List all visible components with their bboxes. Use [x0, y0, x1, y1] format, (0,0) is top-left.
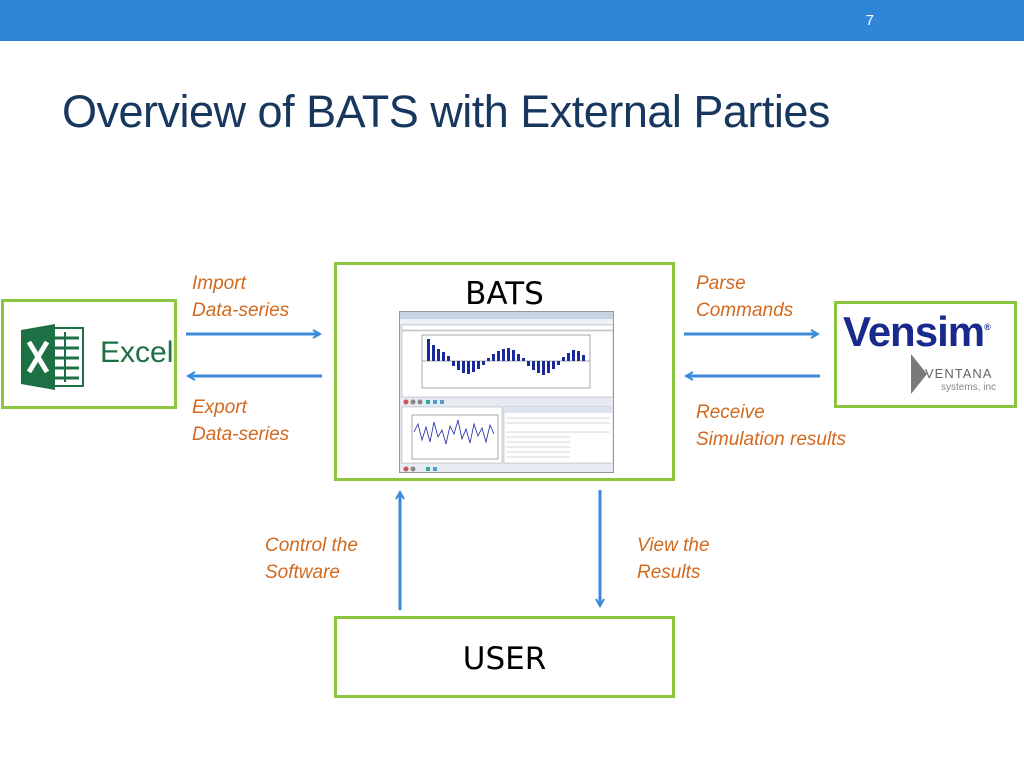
bats-label: BATS — [465, 276, 544, 312]
vensim-logo-text: Vensim® — [843, 308, 991, 356]
vensim-label: Vensim — [843, 308, 985, 355]
export-note-line2: Data-series — [192, 424, 290, 445]
control-note-line1: Control the — [265, 535, 358, 556]
registered-mark: ® — [984, 322, 991, 332]
parse-note-line2: Commands — [696, 300, 794, 321]
import-note: Import Data-series — [192, 270, 289, 324]
bats-app-screenshot — [399, 311, 614, 473]
parse-note: Parse Commands — [696, 270, 793, 324]
view-note-line2: Results — [637, 562, 701, 583]
excel-box: Excel — [1, 299, 177, 409]
excel-label: Excel — [100, 336, 174, 369]
parse-note-line1: Parse — [696, 273, 746, 294]
receive-note: Receive Simulation results — [696, 399, 846, 453]
top-bar: 7 — [0, 0, 1024, 41]
receive-note-line1: Receive — [696, 402, 765, 423]
slide-number: 7 — [865, 12, 874, 29]
receive-note-line2: Simulation results — [696, 429, 846, 450]
control-note-line2: Software — [265, 562, 340, 583]
view-note: View the Results — [637, 532, 710, 586]
ventana-label: VENTANA — [925, 366, 993, 381]
user-label: USER — [462, 641, 547, 677]
view-note-line1: View the — [637, 535, 710, 556]
control-note: Control the Software — [265, 532, 358, 586]
slide-title: Overview of BATS with External Parties — [62, 86, 830, 137]
bats-app-image — [400, 312, 613, 472]
import-note-line1: Import — [192, 273, 246, 294]
import-note-line2: Data-series — [192, 300, 290, 321]
export-note: Export Data-series — [192, 394, 289, 448]
excel-logo-icon — [21, 324, 84, 390]
ventana-sub-label: systems, inc — [941, 382, 997, 393]
vensim-box: Vensim® VENTANA systems, inc — [834, 301, 1017, 408]
export-note-line1: Export — [192, 397, 247, 418]
user-box: USER — [334, 616, 675, 698]
bats-box: BATS — [334, 262, 675, 481]
ventana-logo-icon — [911, 354, 927, 394]
